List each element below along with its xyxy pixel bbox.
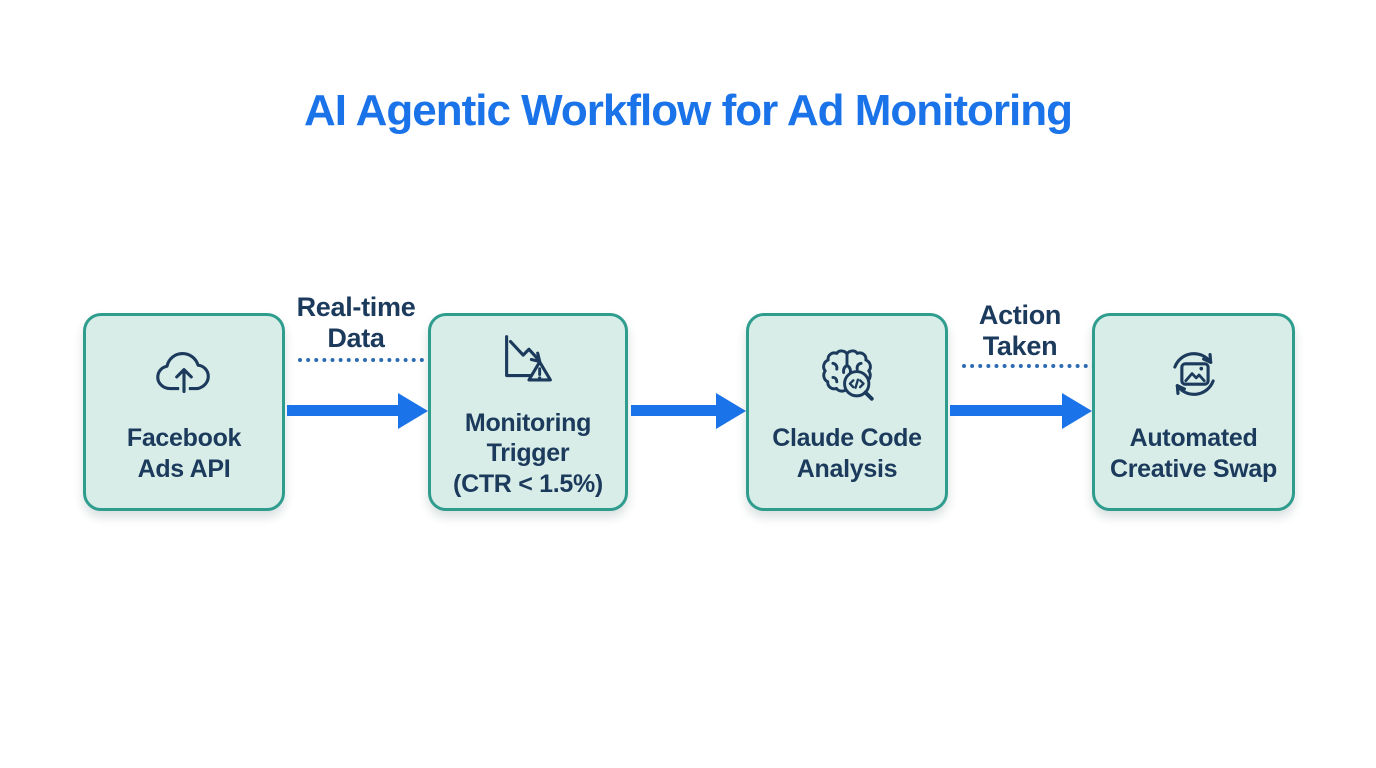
dotted-underline [962, 364, 1096, 368]
node-facebook-ads-api: Facebook Ads API [83, 313, 285, 511]
node-claude-code-analysis: Claude Code Analysis [746, 313, 948, 511]
image-refresh-icon [1172, 352, 1215, 396]
flow-arrow-1 [287, 405, 400, 416]
dotted-underline [298, 358, 424, 362]
flow-arrow-2-head [716, 393, 746, 429]
brain-code-search-icon [822, 349, 874, 401]
node-label: Claude Code Analysis [772, 424, 922, 483]
flow-arrow-3 [950, 405, 1064, 416]
flow-arrow-2 [631, 405, 718, 416]
node-monitoring-trigger: Monitoring Trigger (CTR < 1.5%) [428, 313, 628, 511]
connector-label-action-taken: Action Taken [978, 300, 1062, 362]
node-automated-creative-swap: Automated Creative Swap [1092, 313, 1295, 511]
flow-arrow-1-head [398, 393, 428, 429]
connector-label-real-time-data: Real-time Data [296, 292, 416, 354]
declining-chart-warning-icon [505, 334, 552, 382]
node-label: Automated Creative Swap [1109, 424, 1277, 483]
node-label: Monitoring Trigger (CTR < 1.5%) [453, 408, 603, 498]
cloud-upload-icon [156, 352, 210, 398]
page-title: AI Agentic Workflow for Ad Monitoring [304, 86, 1073, 135]
node-label: Facebook Ads API [126, 424, 242, 483]
flow-arrow-3-head [1062, 393, 1092, 429]
